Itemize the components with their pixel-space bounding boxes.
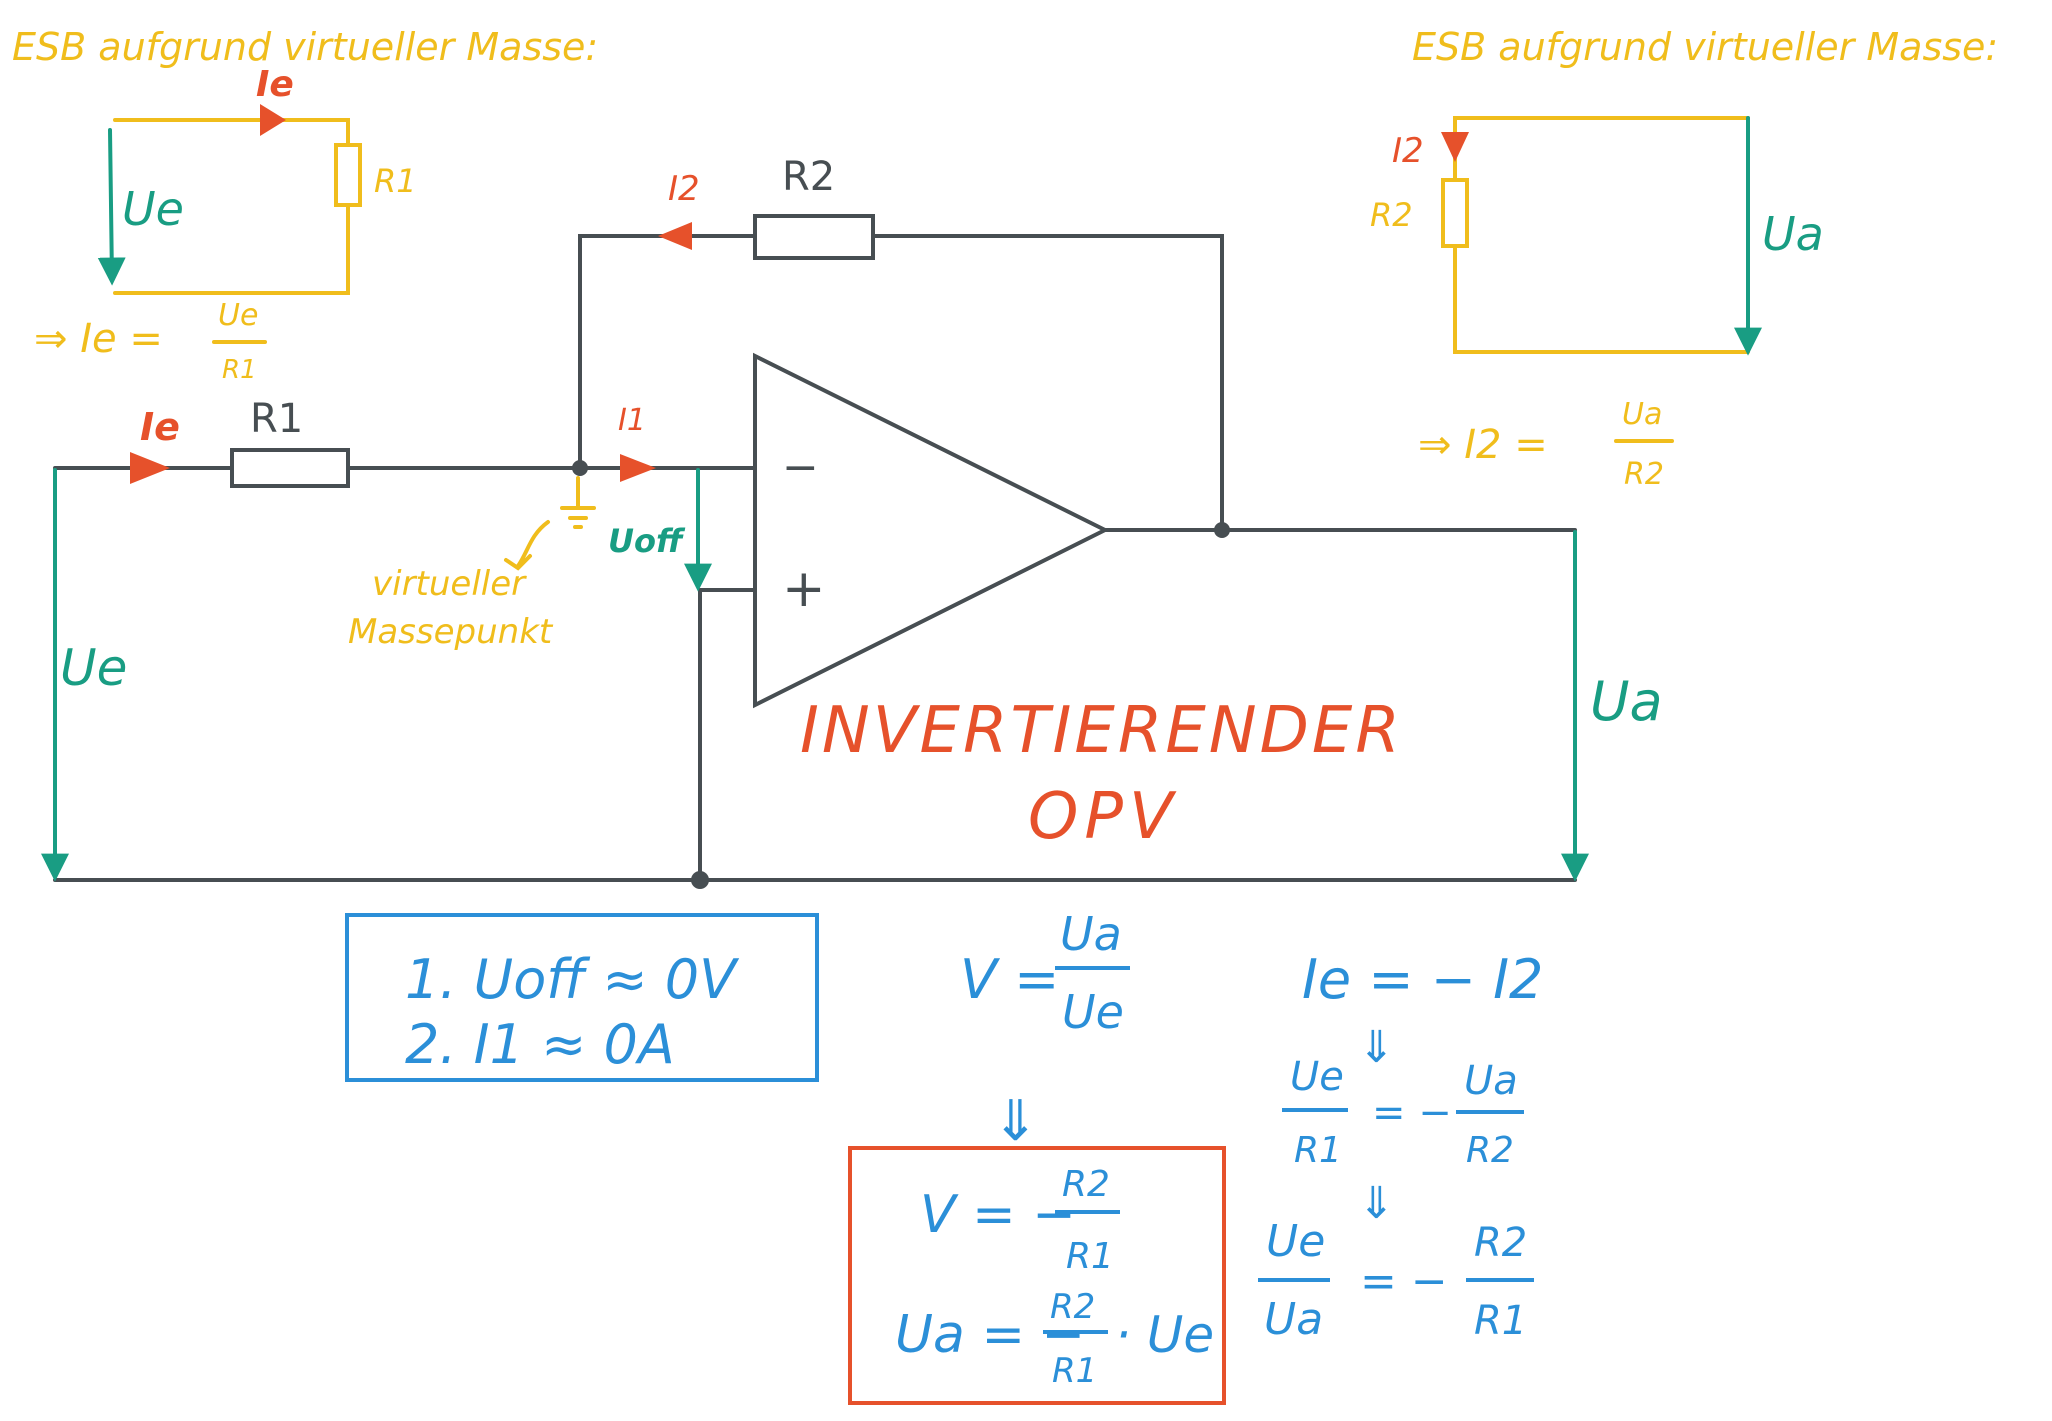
esb-right-formula-prefix: ⇒ I2 =	[1418, 422, 1548, 468]
esb-left-current-label: Ie	[256, 64, 294, 105]
esb-left: ESB aufgrund virtueller Masse: Ie R1 Ue …	[12, 25, 598, 385]
derivation: Ie = − I2 ⇓ Ue R1 = − Ua R2 ⇓ Ue Ua = − …	[1258, 948, 1543, 1345]
result-v-num: R2	[1062, 1164, 1110, 1205]
uoff-label: Uoff	[608, 522, 686, 560]
ue-label: Ue	[60, 639, 127, 697]
ua-label: Ua	[1590, 670, 1663, 733]
virtual-ground-label-line2: Massepunkt	[348, 612, 554, 652]
virtual-ground-pointer	[504, 520, 550, 571]
result-ua-den: R1	[1052, 1351, 1097, 1391]
eq3-rhs-den: R1	[1474, 1298, 1527, 1344]
r2-label: R2	[782, 154, 835, 200]
feedback-wire	[578, 234, 1224, 532]
esb-left-resistor-r1	[334, 143, 362, 207]
i2-arrow	[658, 222, 692, 250]
eq2-rhs-den: R2	[1466, 1130, 1514, 1171]
resistor-r1	[230, 448, 350, 488]
result-box: V = − R2 R1 Ua = − R2 R1 · Ue	[848, 1146, 1226, 1405]
esb-left-title: ESB aufgrund virtueller Masse:	[12, 25, 598, 69]
eq3-lhs-den: Ua	[1264, 1294, 1323, 1345]
esb-left-voltage-arrow	[97, 128, 126, 286]
result-ua-suffix: · Ue	[1115, 1306, 1214, 1364]
esb-right-formula-num: Ua	[1622, 397, 1662, 432]
eq2-rhs-num: Ua	[1464, 1058, 1518, 1104]
result-v-den: R1	[1066, 1236, 1114, 1277]
esb-right-resistor-label: R2	[1370, 196, 1413, 234]
esb-right-title: ESB aufgrund virtueller Masse:	[1412, 25, 1998, 69]
assumptions-frame	[345, 913, 819, 1082]
opamp-minus-label: −	[782, 442, 819, 493]
esb-right-current-label: I2	[1392, 131, 1424, 171]
i1-arrow	[620, 454, 656, 482]
derivation-line1: Ie = − I2	[1302, 948, 1543, 1011]
esb-left-voltage-label: Ue	[122, 182, 184, 236]
i2-label: I2	[668, 169, 700, 209]
circuit-title-line1: INVERTIERENDER	[800, 694, 1403, 768]
esb-left-wire	[113, 118, 350, 295]
result-frame	[848, 1146, 1226, 1405]
result-ua-prefix: Ua = −	[895, 1305, 1085, 1365]
virtual-ground-symbol	[560, 476, 596, 529]
esb-left-formula-prefix: ⇒ Ie =	[34, 316, 163, 362]
esb-right-formula-den: R2	[1624, 457, 1664, 492]
gain-den: Ue	[1062, 985, 1124, 1039]
main-circuit: R1 Ie R2 I2 I1 − + Ue Ua Uoff	[41, 154, 1663, 889]
assumption-2: 2. I1 ≈ 0A	[405, 1013, 675, 1076]
r1-label: R1	[250, 396, 303, 442]
derivation-arrow2: ⇓	[1358, 1178, 1395, 1229]
assumption-1: 1. Uoff ≈ 0V	[405, 948, 740, 1011]
eq3-lhs-num: Ue	[1266, 1216, 1325, 1267]
ie-label: Ie	[140, 405, 180, 449]
esb-right-wire	[1453, 116, 1750, 354]
eq2-lhs-num: Ue	[1290, 1054, 1344, 1100]
opamp-plus-label: +	[782, 559, 826, 619]
esb-left-current-arrow	[260, 104, 286, 136]
derivation-arrow1: ⇓	[1358, 1022, 1395, 1073]
ie-arrow	[130, 452, 170, 484]
esb-right: ESB aufgrund virtueller Masse: I2 R2 Ua …	[1370, 25, 1998, 492]
eq2-lhs-den: R1	[1294, 1130, 1342, 1171]
eq2-mid: = −	[1372, 1090, 1452, 1136]
result-ua-num: R2	[1050, 1287, 1095, 1327]
gain-arrow: ⇓	[992, 1089, 1039, 1154]
eq3-mid: = −	[1360, 1256, 1448, 1307]
plus-input-wire	[698, 588, 757, 882]
junction-inverting	[572, 460, 588, 476]
esb-right-resistor-r2	[1441, 178, 1469, 248]
assumptions-box: 1. Uoff ≈ 0V 2. I1 ≈ 0A	[345, 913, 819, 1082]
gain-definition: V = Ua Ue ⇓	[960, 907, 1130, 1154]
esb-left-formula-num: Ue	[218, 298, 258, 333]
resistor-r2	[753, 214, 875, 260]
esb-left-resistor-label: R1	[374, 162, 417, 200]
gain-num: Ua	[1060, 907, 1122, 961]
virtual-ground-label-line1: virtueller	[372, 564, 527, 604]
gain-prefix: V =	[960, 948, 1059, 1011]
opamp-symbol	[753, 352, 1110, 709]
eq3-rhs-num: R2	[1474, 1220, 1527, 1266]
esb-left-formula-den: R1	[222, 355, 257, 385]
esb-right-voltage-label: Ua	[1762, 207, 1824, 261]
circuit-title-line2: OPV	[1028, 780, 1179, 854]
esb-right-current-arrow	[1441, 132, 1469, 162]
result-v-prefix: V = −	[920, 1185, 1076, 1245]
i1-label: I1	[618, 403, 646, 438]
